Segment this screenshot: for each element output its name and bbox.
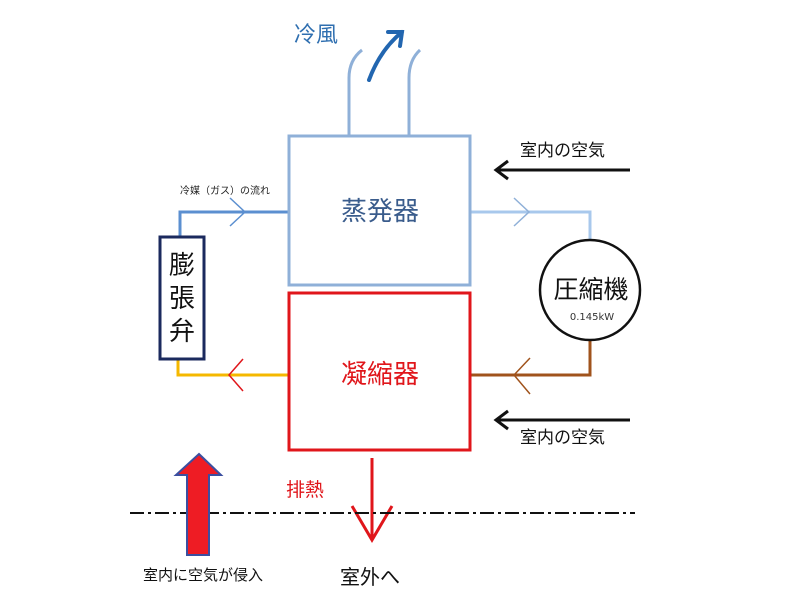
indoor-air-label-bottom: 室内の空気 [520,428,605,448]
pipe-condenser-to-valve [176,360,289,377]
flow-chevron-right-icon [229,197,247,227]
flow-chevron-left-icon [228,358,244,392]
exhaust-heat-label: 排熱 [286,479,324,501]
pipe-evaporator-to-compressor [470,210,592,240]
condenser-label: 凝縮器 [341,360,419,390]
air-intrusion-arrow-icon [173,452,224,556]
evaporator-box [287,134,472,287]
expansion-valve-char: 膨 [169,251,195,281]
cold-air-duct [347,48,422,136]
pipe-gas-to-evaporator [178,210,289,238]
expansion-valve-char: 弁 [169,317,195,347]
compressor-label: 圧縮機 [553,275,628,304]
cold-air-label: 冷風 [294,23,338,48]
cold-air-arrow-icon [367,30,405,82]
pipe-compressor-to-condenser [470,340,592,377]
exhaust-arrow-icon [350,458,394,543]
expansion-valve-box [158,235,206,361]
indoor-air-label-top: 室内の空気 [520,141,605,161]
compressor-circle [538,238,642,342]
expansion-valve-char: 張 [169,284,195,314]
flow-chevron-left-icon [512,357,531,395]
refrigerant-flow-label: 冷媒（ガス）の流れ [180,184,270,197]
indoor-air-arrow-icon [493,159,630,181]
evaporator-label: 蒸発器 [341,197,419,227]
to-outdoor-label: 室外へ [340,565,400,589]
flow-chevron-right-icon [513,197,531,227]
condenser-box [287,291,472,452]
compressor-power: 0.145kW [570,312,614,323]
air-intrusion-label: 室内に空気が侵入 [143,566,263,584]
indoor-air-arrow-icon [493,409,630,431]
